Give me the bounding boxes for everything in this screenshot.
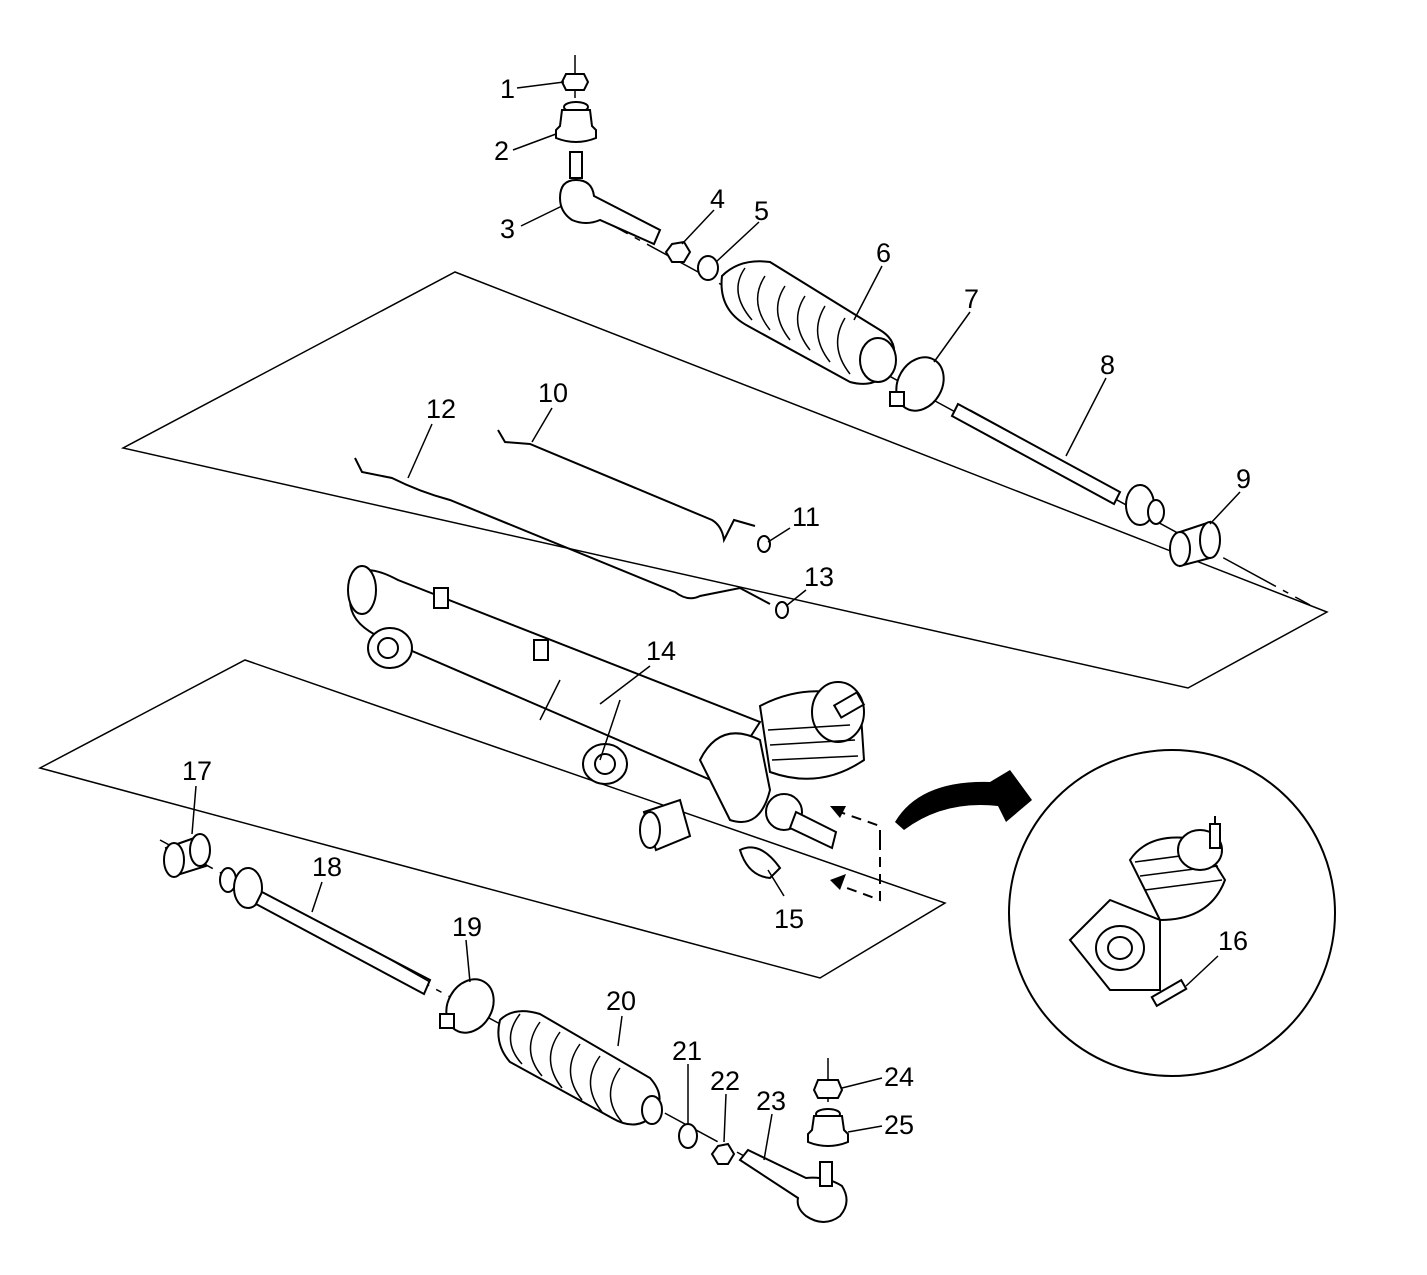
part-18-inner-tie-rod xyxy=(219,867,432,996)
callout-6: 6 xyxy=(876,238,891,268)
part-5-clamp xyxy=(697,255,719,281)
callout-15: 15 xyxy=(774,904,804,934)
dashed-arrow-upper xyxy=(833,809,881,840)
callout-12: 12 xyxy=(426,394,456,424)
part-15-seal xyxy=(738,846,782,880)
callout-1: 1 xyxy=(500,74,515,104)
part-2-seal xyxy=(555,101,597,143)
callout-22: 22 xyxy=(710,1066,740,1096)
callout-20: 20 xyxy=(606,986,636,1016)
part-3-outer-tie-rod-end xyxy=(558,151,662,246)
seal-ring xyxy=(639,798,692,852)
part-24-nut xyxy=(812,1058,844,1102)
dashed-arrow-lower xyxy=(835,840,881,902)
valve-body xyxy=(698,681,866,823)
callout-21: 21 xyxy=(672,1036,702,1066)
callout-16: 16 xyxy=(1218,926,1248,956)
callout-23: 23 xyxy=(756,1086,786,1116)
part-17-bushing xyxy=(163,833,211,878)
part-21-clamp xyxy=(678,1123,698,1149)
callout-10: 10 xyxy=(538,378,568,408)
part-1-nut xyxy=(560,55,590,98)
upper-plane xyxy=(120,271,1329,689)
part-9-bushing xyxy=(1169,520,1221,568)
part-13-o-ring xyxy=(775,601,789,619)
part-11-o-ring xyxy=(757,535,771,553)
arrowhead-upper xyxy=(830,806,846,818)
arrowhead-lower xyxy=(830,874,846,890)
callout-5: 5 xyxy=(754,196,769,226)
callout-7: 7 xyxy=(964,284,979,314)
lower-plane xyxy=(37,659,947,979)
callout-19: 19 xyxy=(452,912,482,942)
part-22-jam-nut xyxy=(710,1142,736,1165)
callout-25: 25 xyxy=(884,1110,914,1140)
part-20-boot xyxy=(497,1010,663,1126)
callout-3: 3 xyxy=(500,214,515,244)
part-6-boot xyxy=(720,260,897,385)
valve-shaft xyxy=(788,810,838,850)
callout-17: 17 xyxy=(182,756,212,786)
callout-24: 24 xyxy=(884,1062,914,1092)
part-4-jam-nut xyxy=(664,240,692,263)
callout-8: 8 xyxy=(1100,350,1115,380)
callout-9: 9 xyxy=(1236,464,1251,494)
part-7-boot-clamp xyxy=(889,356,945,412)
callout-4: 4 xyxy=(710,184,725,214)
detail-arrow xyxy=(895,770,1032,830)
part-19-boot-clamp xyxy=(439,978,495,1034)
part-23-outer-tie-rod-end xyxy=(738,1148,848,1223)
part-10-hydraulic-line xyxy=(497,429,756,544)
part-12-hydraulic-line xyxy=(354,457,771,605)
callout-2: 2 xyxy=(494,136,509,166)
part-14-rack-housing xyxy=(347,565,762,786)
callout-13: 13 xyxy=(804,562,834,592)
detail-view-circle xyxy=(1008,749,1336,1077)
part-25-seal xyxy=(807,1108,849,1147)
callout-11: 11 xyxy=(792,502,820,532)
callout-14: 14 xyxy=(646,636,676,666)
part-8-inner-tie-rod xyxy=(950,402,1165,526)
callout-18: 18 xyxy=(312,852,342,882)
leader-lines xyxy=(191,81,1241,1161)
